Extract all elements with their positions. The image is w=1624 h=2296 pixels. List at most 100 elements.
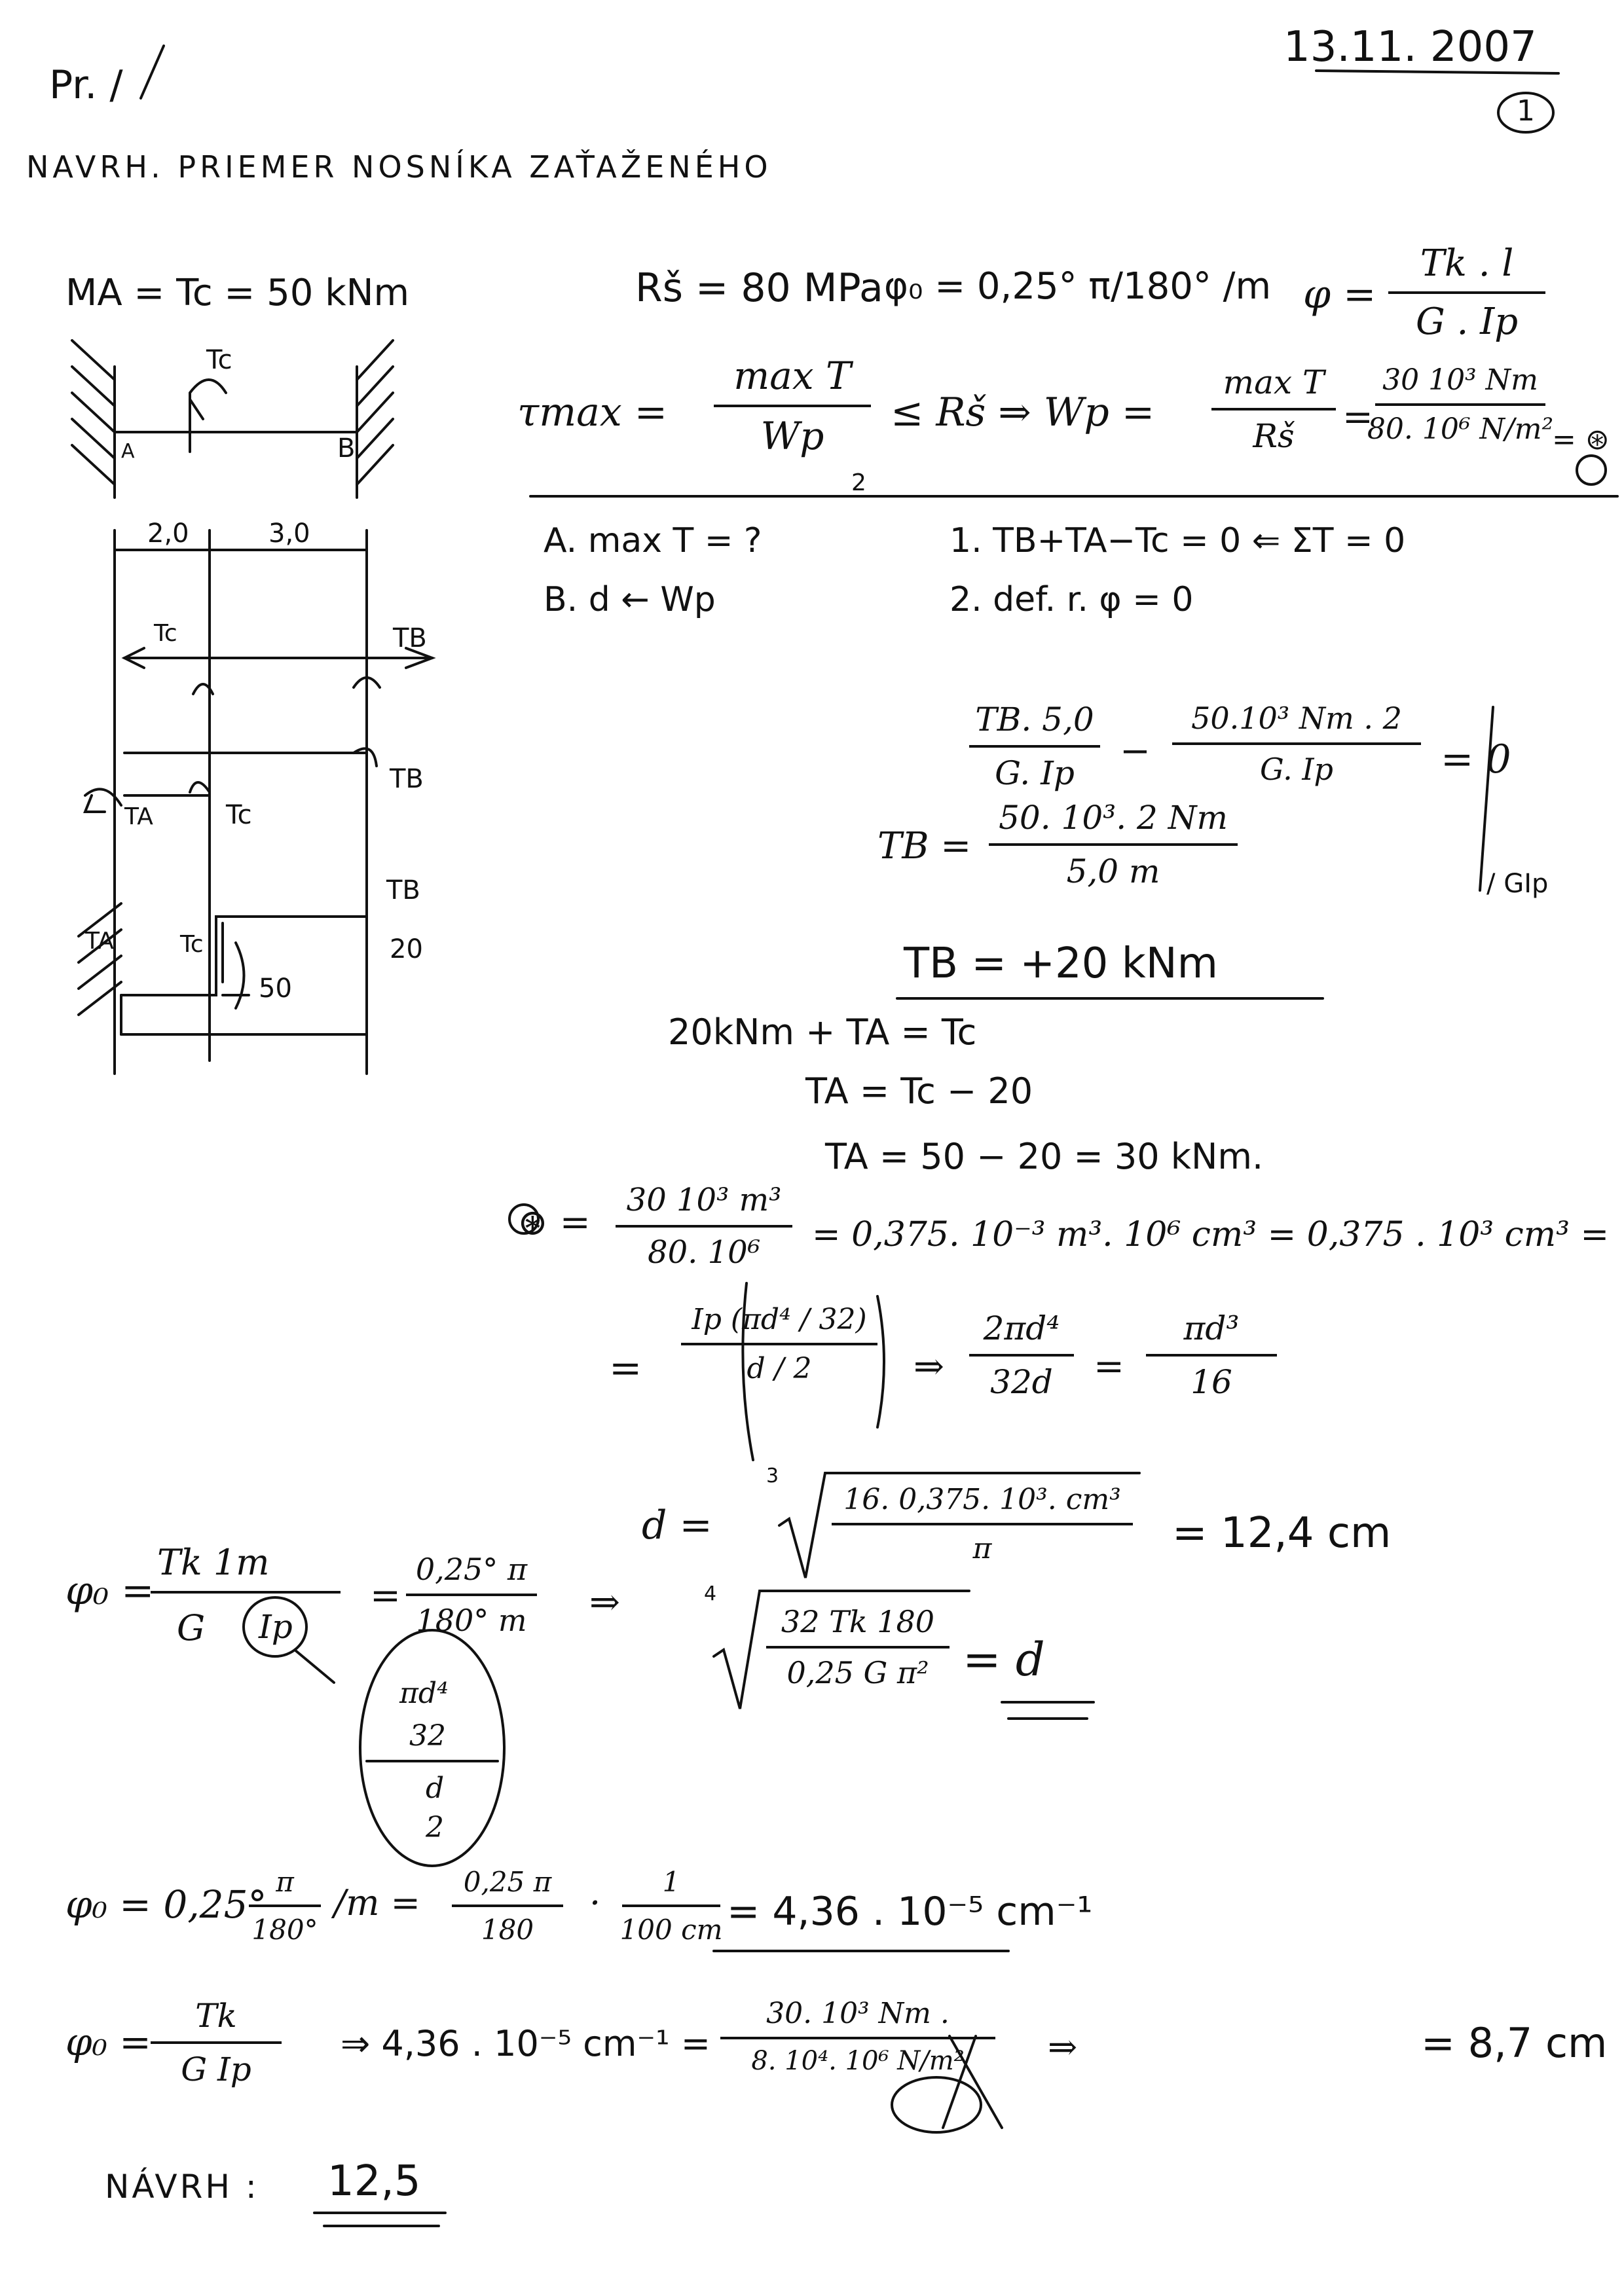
page-number-circle xyxy=(1497,92,1555,134)
tau-fraction: max T Wp xyxy=(714,354,871,458)
problem-slash xyxy=(139,45,165,100)
phi-line2-mid: ⇒ 4,36 . 10⁻⁵ cm⁻¹ = xyxy=(341,2023,711,2064)
tb-lhs: TB = xyxy=(877,825,972,867)
conclusion-label: NÁVRH : xyxy=(105,2168,259,2206)
equation-1: 1. TB+TA−Tc = 0 ⇐ ΣT = 0 xyxy=(950,521,1406,560)
diagram-20-label: 20 xyxy=(390,934,423,964)
diagram-step xyxy=(120,915,368,996)
compat-eq: = 0 xyxy=(1441,737,1511,782)
given-moment: MA = Tc = 50 kNm xyxy=(65,272,410,314)
ellipse-mid: 32 xyxy=(409,1719,446,1753)
step-a: A. max T = ? xyxy=(544,521,762,560)
diagram-tb-label: TB xyxy=(386,875,420,905)
tau-lhs: τmax = xyxy=(517,390,668,435)
page-number: 1 xyxy=(1517,94,1535,128)
phi-line1-frac3: 1 100 cm xyxy=(619,1866,723,1946)
phi-line2-rfrac: 30. 10³ Nm . 8. 10⁴. 10⁶ N/m² xyxy=(720,1997,995,2076)
phi-line2-result: = 8,7 cm xyxy=(1421,2019,1608,2067)
beam-tc-label: Tc xyxy=(206,345,232,375)
date: 13.11. 2007 xyxy=(1283,23,1537,71)
wp-mark: 2 xyxy=(851,469,866,496)
twist-bar xyxy=(151,1591,341,1594)
ellipse-num: πd⁴ xyxy=(399,1677,449,1710)
diagram-tc-label: Tc xyxy=(180,931,204,958)
phi-line2-lhs: φ₀ = xyxy=(65,2020,151,2064)
phi-line1-frac2: 0,25 π 180 xyxy=(452,1866,563,1946)
ellipse-den-den: 2 xyxy=(426,1811,444,1844)
compat-side: / GIp xyxy=(1486,869,1549,899)
cube-root-sign xyxy=(778,1472,1141,1578)
wp-calc-eq3: = xyxy=(1094,1345,1124,1388)
sum-equation-3: TA = 50 − 20 = 30 kNm. xyxy=(825,1136,1264,1177)
phi-line1-lhs: φ₀ = 0,25° xyxy=(65,1882,267,1927)
phi-line1-per: /m = xyxy=(334,1882,420,1923)
conclusion-underline xyxy=(313,2212,447,2227)
twist-num: Tk 1m xyxy=(157,1542,270,1583)
step-b: B. d ← Wp xyxy=(544,580,716,619)
given-twist-limit: φ₀ = 0,25° π/180° /m xyxy=(884,265,1272,308)
twist-den-ip: Ip xyxy=(259,1608,293,1646)
wp-frac-1: 2πd⁴ 32d xyxy=(969,1309,1074,1401)
sum-equation-2: TA = Tc − 20 xyxy=(805,1070,1033,1112)
wp-frac-2: πd³ 16 xyxy=(1146,1309,1277,1401)
dimension-1: 2,0 xyxy=(147,519,189,549)
phi-line2-implies: ⇒ xyxy=(1048,2026,1078,2068)
compat-fraction-2: 50.10³ Nm . 2 G. Ip xyxy=(1172,701,1421,787)
given-stress: Rš = 80 MPa xyxy=(635,265,883,311)
tb-fraction: 50. 10³. 2 Nm 5,0 m xyxy=(989,799,1238,890)
wp-ellipse xyxy=(359,1629,506,1867)
d-lhs: d = xyxy=(642,1503,712,1548)
diagram-ta-label: TA xyxy=(85,928,114,955)
fourth-root-eq: = d xyxy=(963,1633,1045,1686)
wp-calc-eq2: = xyxy=(609,1345,642,1391)
tb-result: TB = +20 kNm xyxy=(904,939,1218,988)
twist-lhs: φ₀ = xyxy=(65,1568,155,1614)
wp-calc-rest: = 0,375. 10⁻³ m³. 10⁶ cm³ = 0,375 . 10³ … xyxy=(812,1215,1610,1254)
compat-fraction-1: TB. 5,0 G. Ip xyxy=(969,701,1100,792)
wp-calc-implies: ⇒ xyxy=(913,1345,944,1388)
twist-formula-fraction: Tk . l G . Ip xyxy=(1388,242,1545,343)
diagram-50-label: 50 xyxy=(259,974,292,1004)
compat-minus: − xyxy=(1120,730,1151,773)
fbd-tb-label-2: TB xyxy=(390,764,424,794)
fourth-root-index: 4 xyxy=(704,1582,717,1605)
beam-b-label: B xyxy=(337,433,356,464)
wp-numeric-fraction: 30 10³ Nm 80. 10⁶ N/m² xyxy=(1367,363,1554,446)
page-title: NAVRH. PRIEMER NOSNÍKA ZAŤAŽENÉHO xyxy=(26,149,772,185)
wp-calc-lhs: ⊛ = xyxy=(517,1201,591,1244)
phi-line1-frac1: π 180° xyxy=(249,1866,321,1946)
fourth-root-fraction: 32 Tk 180 0,25 G π² xyxy=(766,1604,950,1690)
beam-a-label: A xyxy=(121,440,135,463)
fourth-root-sign xyxy=(712,1590,970,1709)
dimension-line xyxy=(113,529,368,1075)
twist-formula-lhs: φ = xyxy=(1303,272,1376,318)
sum-equation-1: 20kNm + TA = Tc xyxy=(668,1011,977,1053)
conclusion-value: 12,5 xyxy=(327,2157,421,2206)
ellipse-den-num: d xyxy=(426,1772,445,1805)
wp-equals: = xyxy=(1342,396,1373,439)
ip-over-wp-fraction: Ip (πd⁴ / 32) d / 2 xyxy=(681,1303,877,1385)
wp-calc-fraction: 30 10³ m³ 80. 10⁶ xyxy=(616,1182,792,1271)
date-underline xyxy=(1315,69,1560,75)
star-marker: = ⊛ xyxy=(1552,423,1610,456)
phi-line1-dot: · xyxy=(589,1882,601,1923)
phi-line2-frac: Tk G Ip xyxy=(151,1997,282,2088)
fbd-ta-label: TA xyxy=(124,803,153,830)
twist-implies: ⇒ xyxy=(589,1581,620,1624)
cube-root-fraction: 16. 0,375. 10³. cm³ π xyxy=(832,1483,1133,1565)
twist-den-g: G xyxy=(177,1607,206,1649)
fbd-tb-label: TB xyxy=(393,623,427,653)
equation-2: 2. def. r. φ = 0 xyxy=(950,580,1194,619)
tau-relation: ≤ Rš ⇒ Wp = xyxy=(891,390,1155,435)
dimension-2: 3,0 xyxy=(268,519,310,549)
fbd-tc-label-2: Tc xyxy=(226,800,252,830)
twist-rhs-fraction: 0,25° π 180° m xyxy=(406,1552,537,1638)
d-result: = 12,4 cm xyxy=(1172,1509,1392,1558)
tc-torque-arrow xyxy=(189,378,227,453)
cube-root-index: 3 xyxy=(766,1465,779,1487)
phi-line1-result: = 4,36 . 10⁻⁵ cm⁻¹ xyxy=(727,1889,1093,1935)
fbd-tc-label: Tc xyxy=(154,620,177,647)
ip-circle xyxy=(242,1596,308,1658)
